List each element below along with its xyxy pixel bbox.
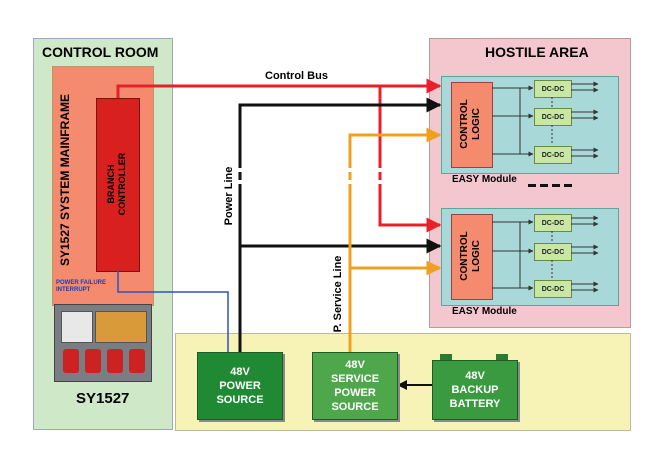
module-wiring <box>492 85 553 291</box>
crate-display <box>95 311 147 343</box>
dcdc-2-2: DC-DC <box>534 243 572 261</box>
dcdc-2-3: DC-DC <box>534 280 572 298</box>
power-line-label: Power Line <box>223 166 235 226</box>
power-failure-label: POWER FAILURE INTERRUPT <box>56 280 107 293</box>
crate-module <box>63 349 79 373</box>
hostile-area-title: HOSTILE AREA <box>485 44 589 60</box>
easy-module-label-1: EASY Module <box>452 174 517 185</box>
battery-terminal <box>440 354 452 360</box>
output-arrows <box>571 81 599 293</box>
control-room-title: CONTROL ROOM <box>42 44 159 60</box>
dcdc-1-1: DC-DC <box>534 80 572 98</box>
service-line-label: P. Service Line <box>332 255 344 333</box>
backup-battery: 48V BACKUP BATTERY <box>432 360 518 420</box>
dcdc-1-3: DC-DC <box>534 146 572 164</box>
control-bus-line <box>116 78 442 233</box>
control-bus-label: Control Bus <box>265 70 328 82</box>
power-line <box>238 97 442 352</box>
control-logic-1 <box>451 82 493 168</box>
easy-module-label-2: EASY Module <box>452 306 517 317</box>
line-break-marks <box>236 168 384 184</box>
crate-module <box>129 349 145 373</box>
battery-terminal <box>496 354 508 360</box>
module-separator <box>528 184 572 187</box>
dcdc-2-1: DC-DC <box>534 214 572 232</box>
sy1527-crate <box>54 304 152 382</box>
crate-panel <box>61 311 93 343</box>
crate-module <box>107 349 123 373</box>
service-power-source: 48V SERVICE POWER SOURCE <box>312 352 398 420</box>
crate-module <box>85 349 101 373</box>
device-label: SY1527 <box>76 390 130 407</box>
service-line <box>348 127 442 352</box>
interrupt-line <box>117 270 229 352</box>
dcdc-1-2: DC-DC <box>534 108 572 126</box>
power-source: 48V POWER SOURCE <box>197 352 283 420</box>
control-logic-2 <box>451 214 493 300</box>
